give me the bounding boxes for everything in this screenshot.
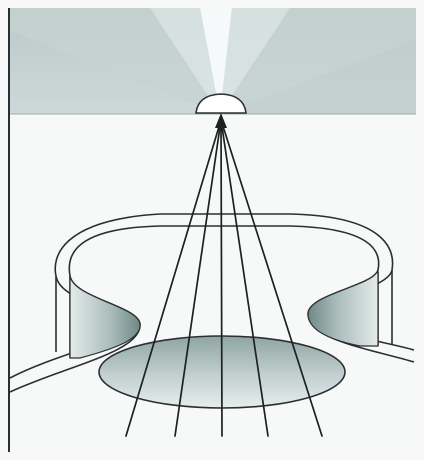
ray-3	[221, 120, 222, 436]
